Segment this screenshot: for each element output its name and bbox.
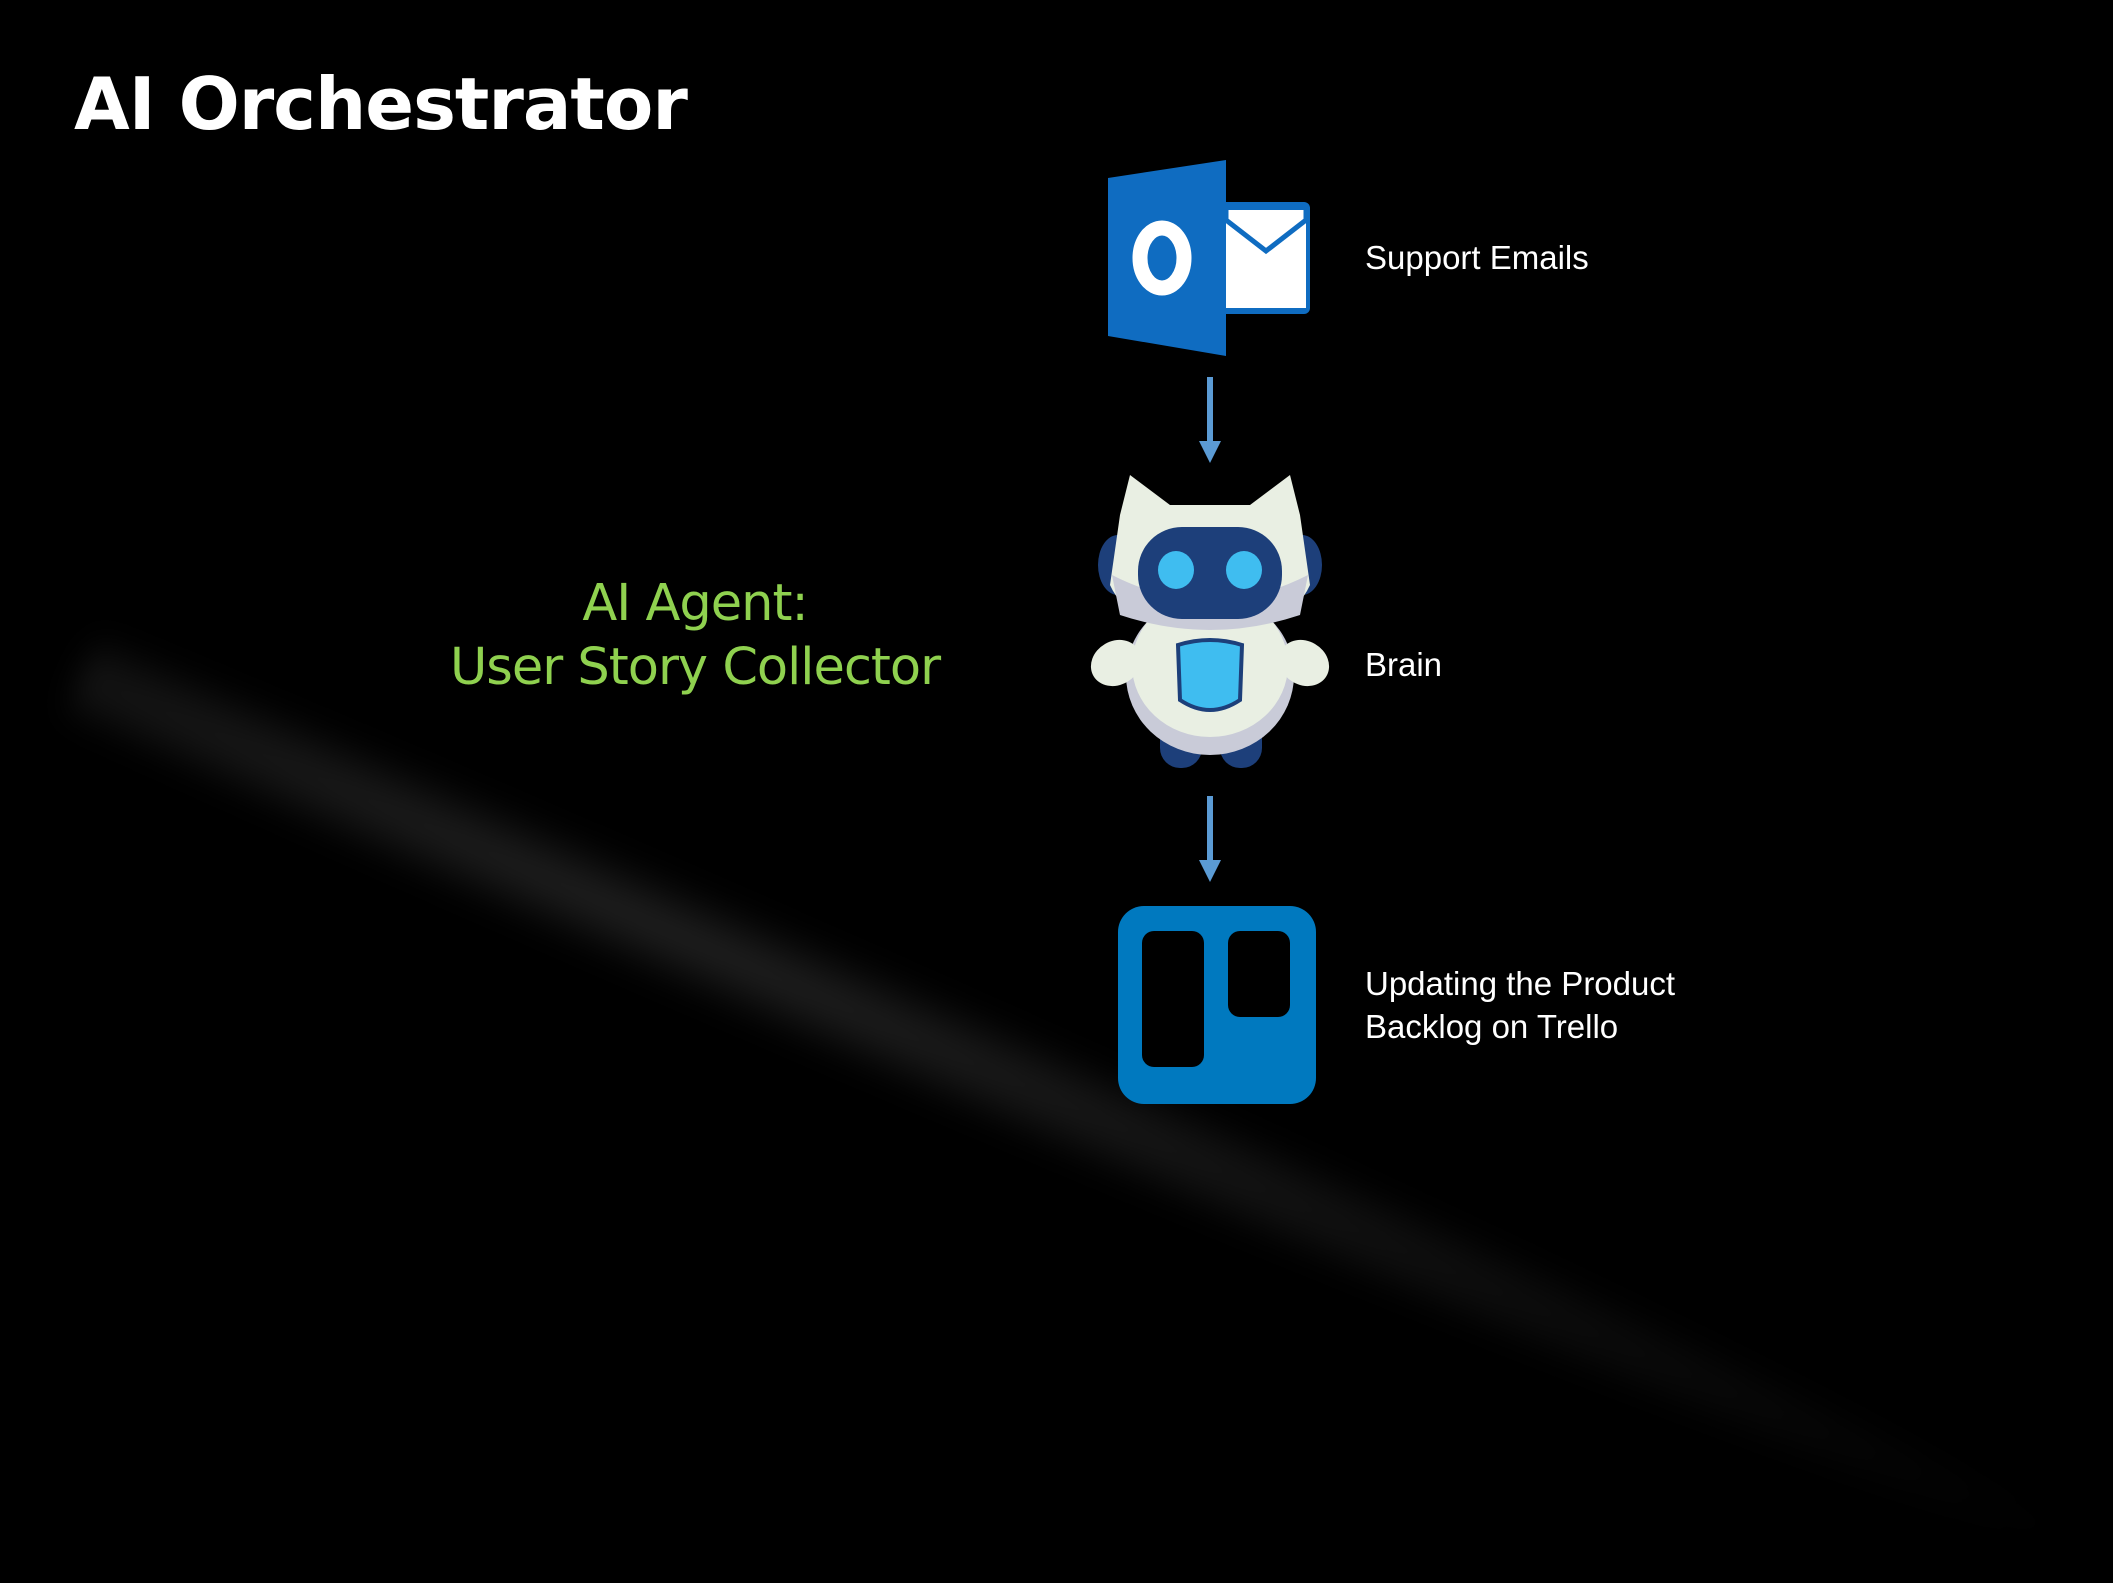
arrow-down-icon <box>1199 796 1221 882</box>
step-label-trello: Updating the Product Backlog on Trello <box>1365 962 1675 1048</box>
arrow-down-icon <box>1199 377 1221 463</box>
step-label-trello-line1: Updating the Product <box>1365 965 1676 1002</box>
robot-icon <box>1090 475 1330 768</box>
agent-label-line1: AI Agent: <box>582 574 808 633</box>
background-light-streak <box>58 624 2074 1583</box>
slide-title: AI Orchestrator <box>74 62 688 146</box>
step-label-trello-line2: Backlog on Trello <box>1365 1008 1619 1045</box>
outlook-icon <box>1108 160 1310 356</box>
agent-label: AI Agent: User Story Collector <box>380 572 1010 700</box>
trello-icon <box>1118 906 1316 1104</box>
step-label-brain: Brain <box>1365 646 1443 683</box>
step-label-support-emails: Support Emails <box>1365 239 1589 276</box>
agent-label-line2: User Story Collector <box>449 638 941 697</box>
